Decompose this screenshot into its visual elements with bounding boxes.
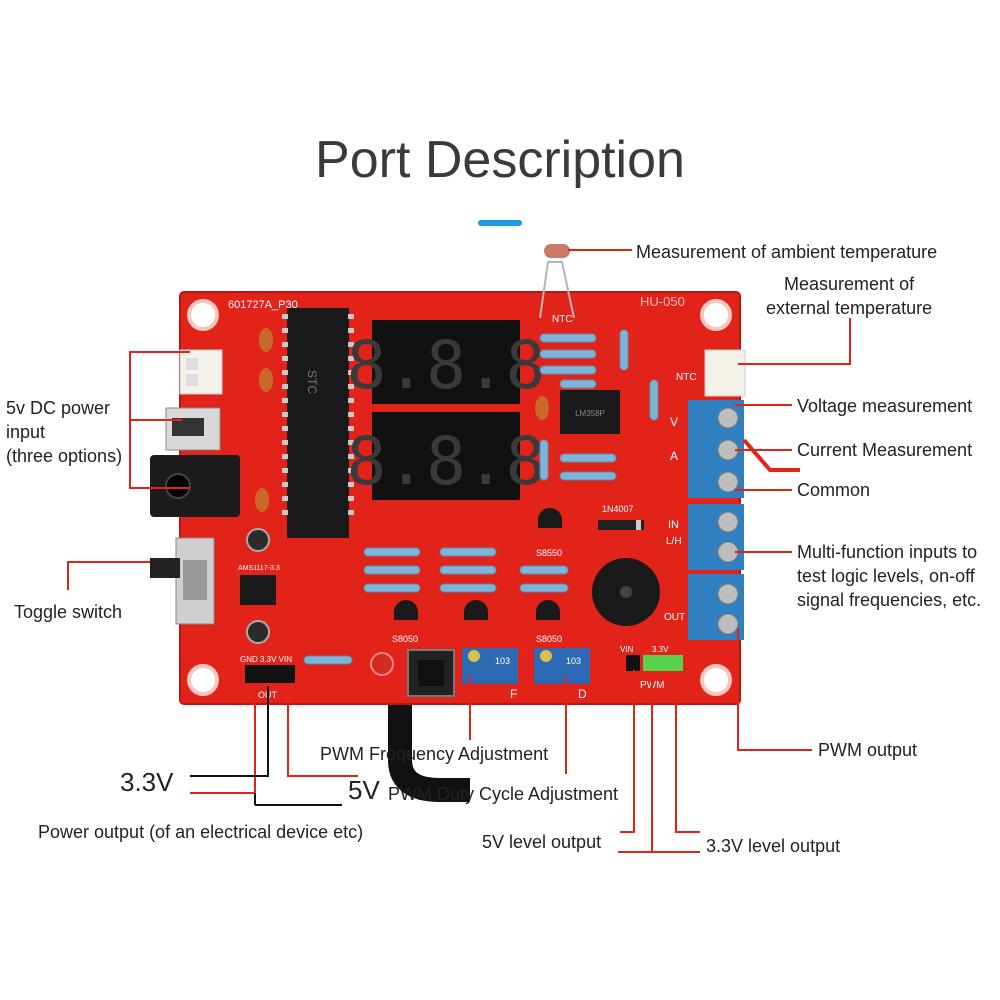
screw-terminal-va xyxy=(688,400,744,498)
label-multifunction-inputs: Multi-function inputs to test logic leve… xyxy=(797,542,982,610)
screw-terminal-in xyxy=(688,504,744,570)
level-vin-label: VIN xyxy=(620,645,634,654)
thermistor-bead xyxy=(544,244,570,258)
label-pwm-output: PWM output xyxy=(818,740,918,760)
label-voltage-measurement: Voltage measurement xyxy=(797,396,973,416)
power-connector-white xyxy=(179,349,223,395)
mcu-chip xyxy=(287,308,349,538)
transistor-q2-label: S8050 xyxy=(392,634,418,644)
label-dc-power-input: 5v DC power input (three options) xyxy=(6,398,123,466)
level-header-jumper xyxy=(643,655,683,671)
label-3v3-output: 3.3V xyxy=(120,767,174,797)
mounting-holes xyxy=(187,299,732,696)
power-output-header xyxy=(245,665,295,683)
label-5v-level-output: 5V level output xyxy=(482,832,602,852)
terminal-a-label: A xyxy=(670,449,678,463)
label-current-measurement: Current Measurement xyxy=(797,440,973,460)
diode xyxy=(598,520,644,530)
label-5v-output: 5V xyxy=(348,775,380,805)
label-pwm-duty-cycle: PWM Duty Cycle Adjustment xyxy=(388,784,619,804)
ntc-board-label: NTC xyxy=(552,314,573,325)
pot-frequency-value: 103 xyxy=(495,656,510,666)
thermistor-leads xyxy=(539,261,575,319)
regulator-label: AMS1117-3.3 xyxy=(238,565,280,572)
opamp-label: LM358P xyxy=(575,409,605,418)
label-external-temperature: Measurement of external temperature xyxy=(766,274,933,318)
label-power-output: Power output (of an electrical device et… xyxy=(38,822,364,842)
diode-label: 1N4007 xyxy=(602,504,634,514)
mcu-label: STC xyxy=(305,370,319,394)
terminal-in-label: IN xyxy=(668,519,679,531)
toggle-switch xyxy=(175,537,215,625)
leader-lines xyxy=(67,249,851,853)
voltage-regulator xyxy=(240,575,276,605)
pot-d-label: D xyxy=(578,687,587,701)
display-upper-digits: 8.8.8 xyxy=(347,327,546,404)
dc-barrel-jack xyxy=(150,455,240,517)
title-accent-bar xyxy=(478,220,522,226)
board-name-text: HU-050 xyxy=(640,294,685,309)
level-33v-label: 3.3V xyxy=(652,645,669,654)
page-title: Port Description xyxy=(315,131,685,189)
pot-f-label: F xyxy=(510,687,517,701)
screw-terminal-out xyxy=(688,574,744,640)
ntc-connector-label: NTC xyxy=(676,372,697,383)
pot-duty-value: 103 xyxy=(566,656,581,666)
board-model-text: 601727A_P30 xyxy=(228,299,298,311)
power-header-label: GND 3.3V VIN xyxy=(240,655,292,664)
electrolytic-capacitor-1 xyxy=(246,528,270,552)
display-lower-digits: 8.8.8 xyxy=(347,423,546,500)
capacitors-orange xyxy=(255,328,549,512)
transistor-q4-label: S8050 xyxy=(536,634,562,644)
transistors xyxy=(394,508,562,620)
terminal-v-label: V xyxy=(670,415,678,429)
ntc-connector xyxy=(704,349,746,397)
resistors xyxy=(303,329,659,665)
board-cable xyxy=(388,700,470,802)
label-common: Common xyxy=(797,480,871,500)
display-lower xyxy=(372,412,520,500)
terminal-out-label: OUT xyxy=(664,612,685,623)
led xyxy=(370,652,394,676)
opamp-chip xyxy=(560,390,620,434)
display-upper xyxy=(372,320,520,404)
black-leader-lines xyxy=(190,686,342,806)
label-toggle-switch: Toggle switch xyxy=(14,602,123,622)
terminal-lh-label: L/H xyxy=(666,536,682,547)
label-pwm-frequency: PWM Frequency Adjustment xyxy=(320,744,549,764)
label-ambient-temperature: Measurement of ambient temperature xyxy=(636,242,938,262)
label-3v3-level-output: 3.3V level output xyxy=(706,836,841,856)
transistor-q3-label: S8550 xyxy=(536,548,562,558)
level-header-black xyxy=(626,655,640,671)
electrolytic-capacitor-2 xyxy=(246,620,270,644)
